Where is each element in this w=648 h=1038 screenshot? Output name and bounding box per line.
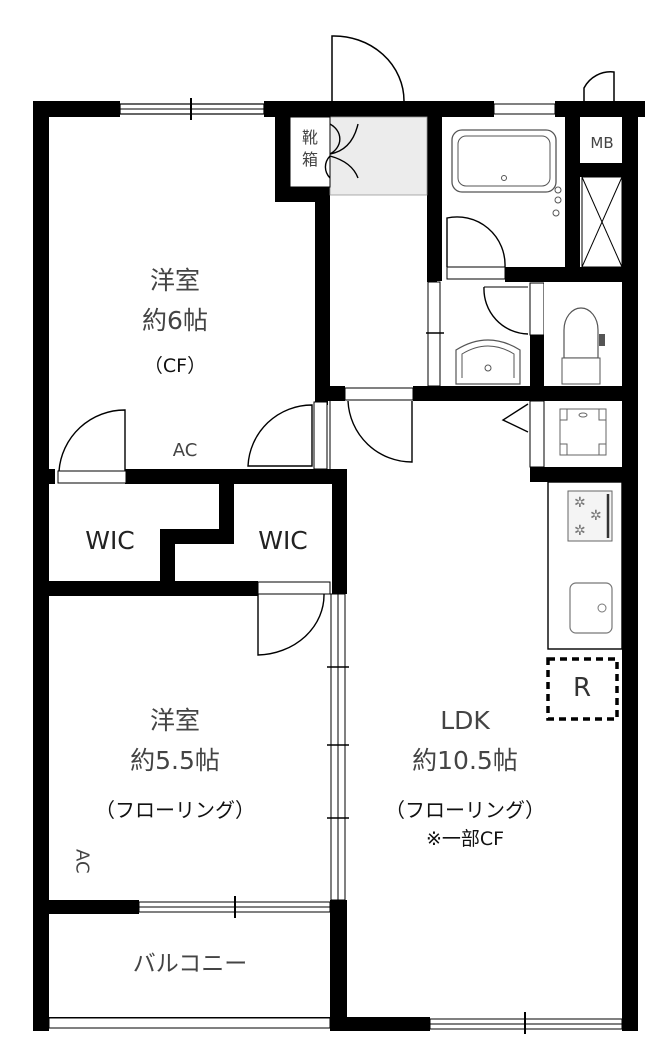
meter-box-label: MB — [590, 134, 614, 152]
wall — [530, 335, 544, 395]
room-western-2-floor: （フローリング） — [95, 798, 255, 822]
room-western-1-floor: （CF） — [143, 355, 207, 377]
wic-right-label: WIC — [258, 526, 308, 555]
wall — [33, 101, 120, 117]
wall — [33, 101, 49, 1031]
wall — [330, 900, 347, 1031]
ac-label-2: AC — [71, 848, 93, 874]
svg-text:✲: ✲ — [574, 495, 586, 511]
wall — [332, 469, 347, 594]
wall — [33, 469, 55, 484]
wall — [427, 101, 442, 281]
wic-left-label: WIC — [85, 526, 135, 555]
wall — [330, 1017, 430, 1031]
shoe-box-label-1: 靴 — [301, 128, 318, 147]
wall — [413, 386, 638, 401]
wall — [565, 163, 635, 177]
wall — [565, 101, 580, 281]
ldk-note: ※一部CF — [425, 828, 505, 850]
ldk-size: 約10.5帖 — [412, 746, 518, 775]
wall — [33, 581, 258, 596]
balcony-label: バルコニー — [132, 951, 248, 977]
ldk-floor: （フローリング） — [385, 798, 545, 822]
wall — [530, 467, 638, 482]
ldk-name: LDK — [440, 706, 490, 735]
svg-text:✲: ✲ — [574, 523, 586, 539]
wall — [160, 529, 175, 584]
refrigerator-label: R — [572, 673, 592, 703]
wall — [622, 101, 638, 1031]
room-western-2-name: 洋室 — [149, 706, 200, 735]
room-western-1-name: 洋室 — [149, 266, 200, 295]
wall — [160, 529, 234, 544]
wall — [315, 187, 330, 387]
shoe-box-label-2: 箱 — [301, 150, 318, 169]
svg-text:✲: ✲ — [590, 508, 602, 524]
room-western-2-size: 約5.5帖 — [130, 746, 220, 775]
wall — [125, 469, 347, 484]
wall — [315, 395, 328, 405]
wall — [33, 900, 139, 914]
ac-label-1: AC — [172, 440, 198, 461]
room-western-1-size: 約6帖 — [142, 306, 208, 335]
wall — [275, 101, 290, 201]
wall — [427, 267, 437, 282]
